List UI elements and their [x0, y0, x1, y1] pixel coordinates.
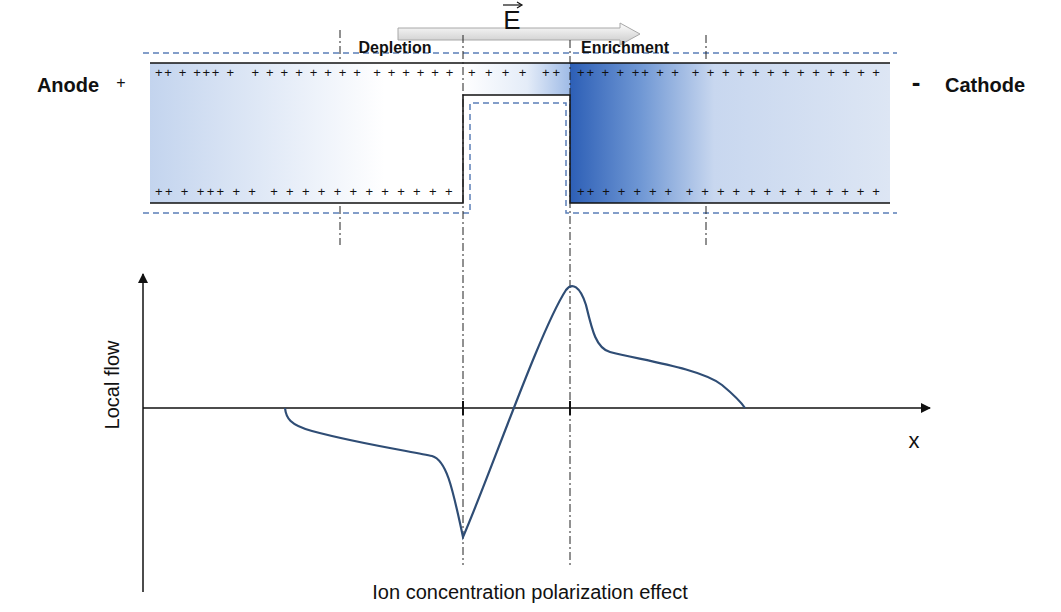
field-symbol: E	[503, 7, 520, 33]
figure-caption: Ion concentration polarization effect	[372, 582, 687, 602]
electrode-label: Anode	[37, 75, 99, 95]
surface-charges: + + + + ++	[468, 66, 563, 79]
polarity-sign: -	[912, 69, 921, 95]
polarity-sign: +	[116, 75, 125, 91]
surface-charges: ++ + +++ + + + + + + + + + + + + + +	[155, 185, 455, 198]
surface-charges: ++ + + ++ + + + + + + + + + + + + + + +	[577, 66, 882, 79]
axis-label: Local flow	[102, 341, 122, 430]
surface-charges: ++ + +++ + + + + + + + + + + + + + + +	[155, 66, 455, 79]
axis-label: x	[909, 430, 920, 452]
region-label: Enrichment	[581, 40, 669, 56]
electrode-label: Cathode	[945, 75, 1025, 95]
surface-charges: ++ + + + + + + + + + + + + + + + + + +	[577, 185, 882, 198]
region-label: Depletion	[359, 40, 432, 56]
